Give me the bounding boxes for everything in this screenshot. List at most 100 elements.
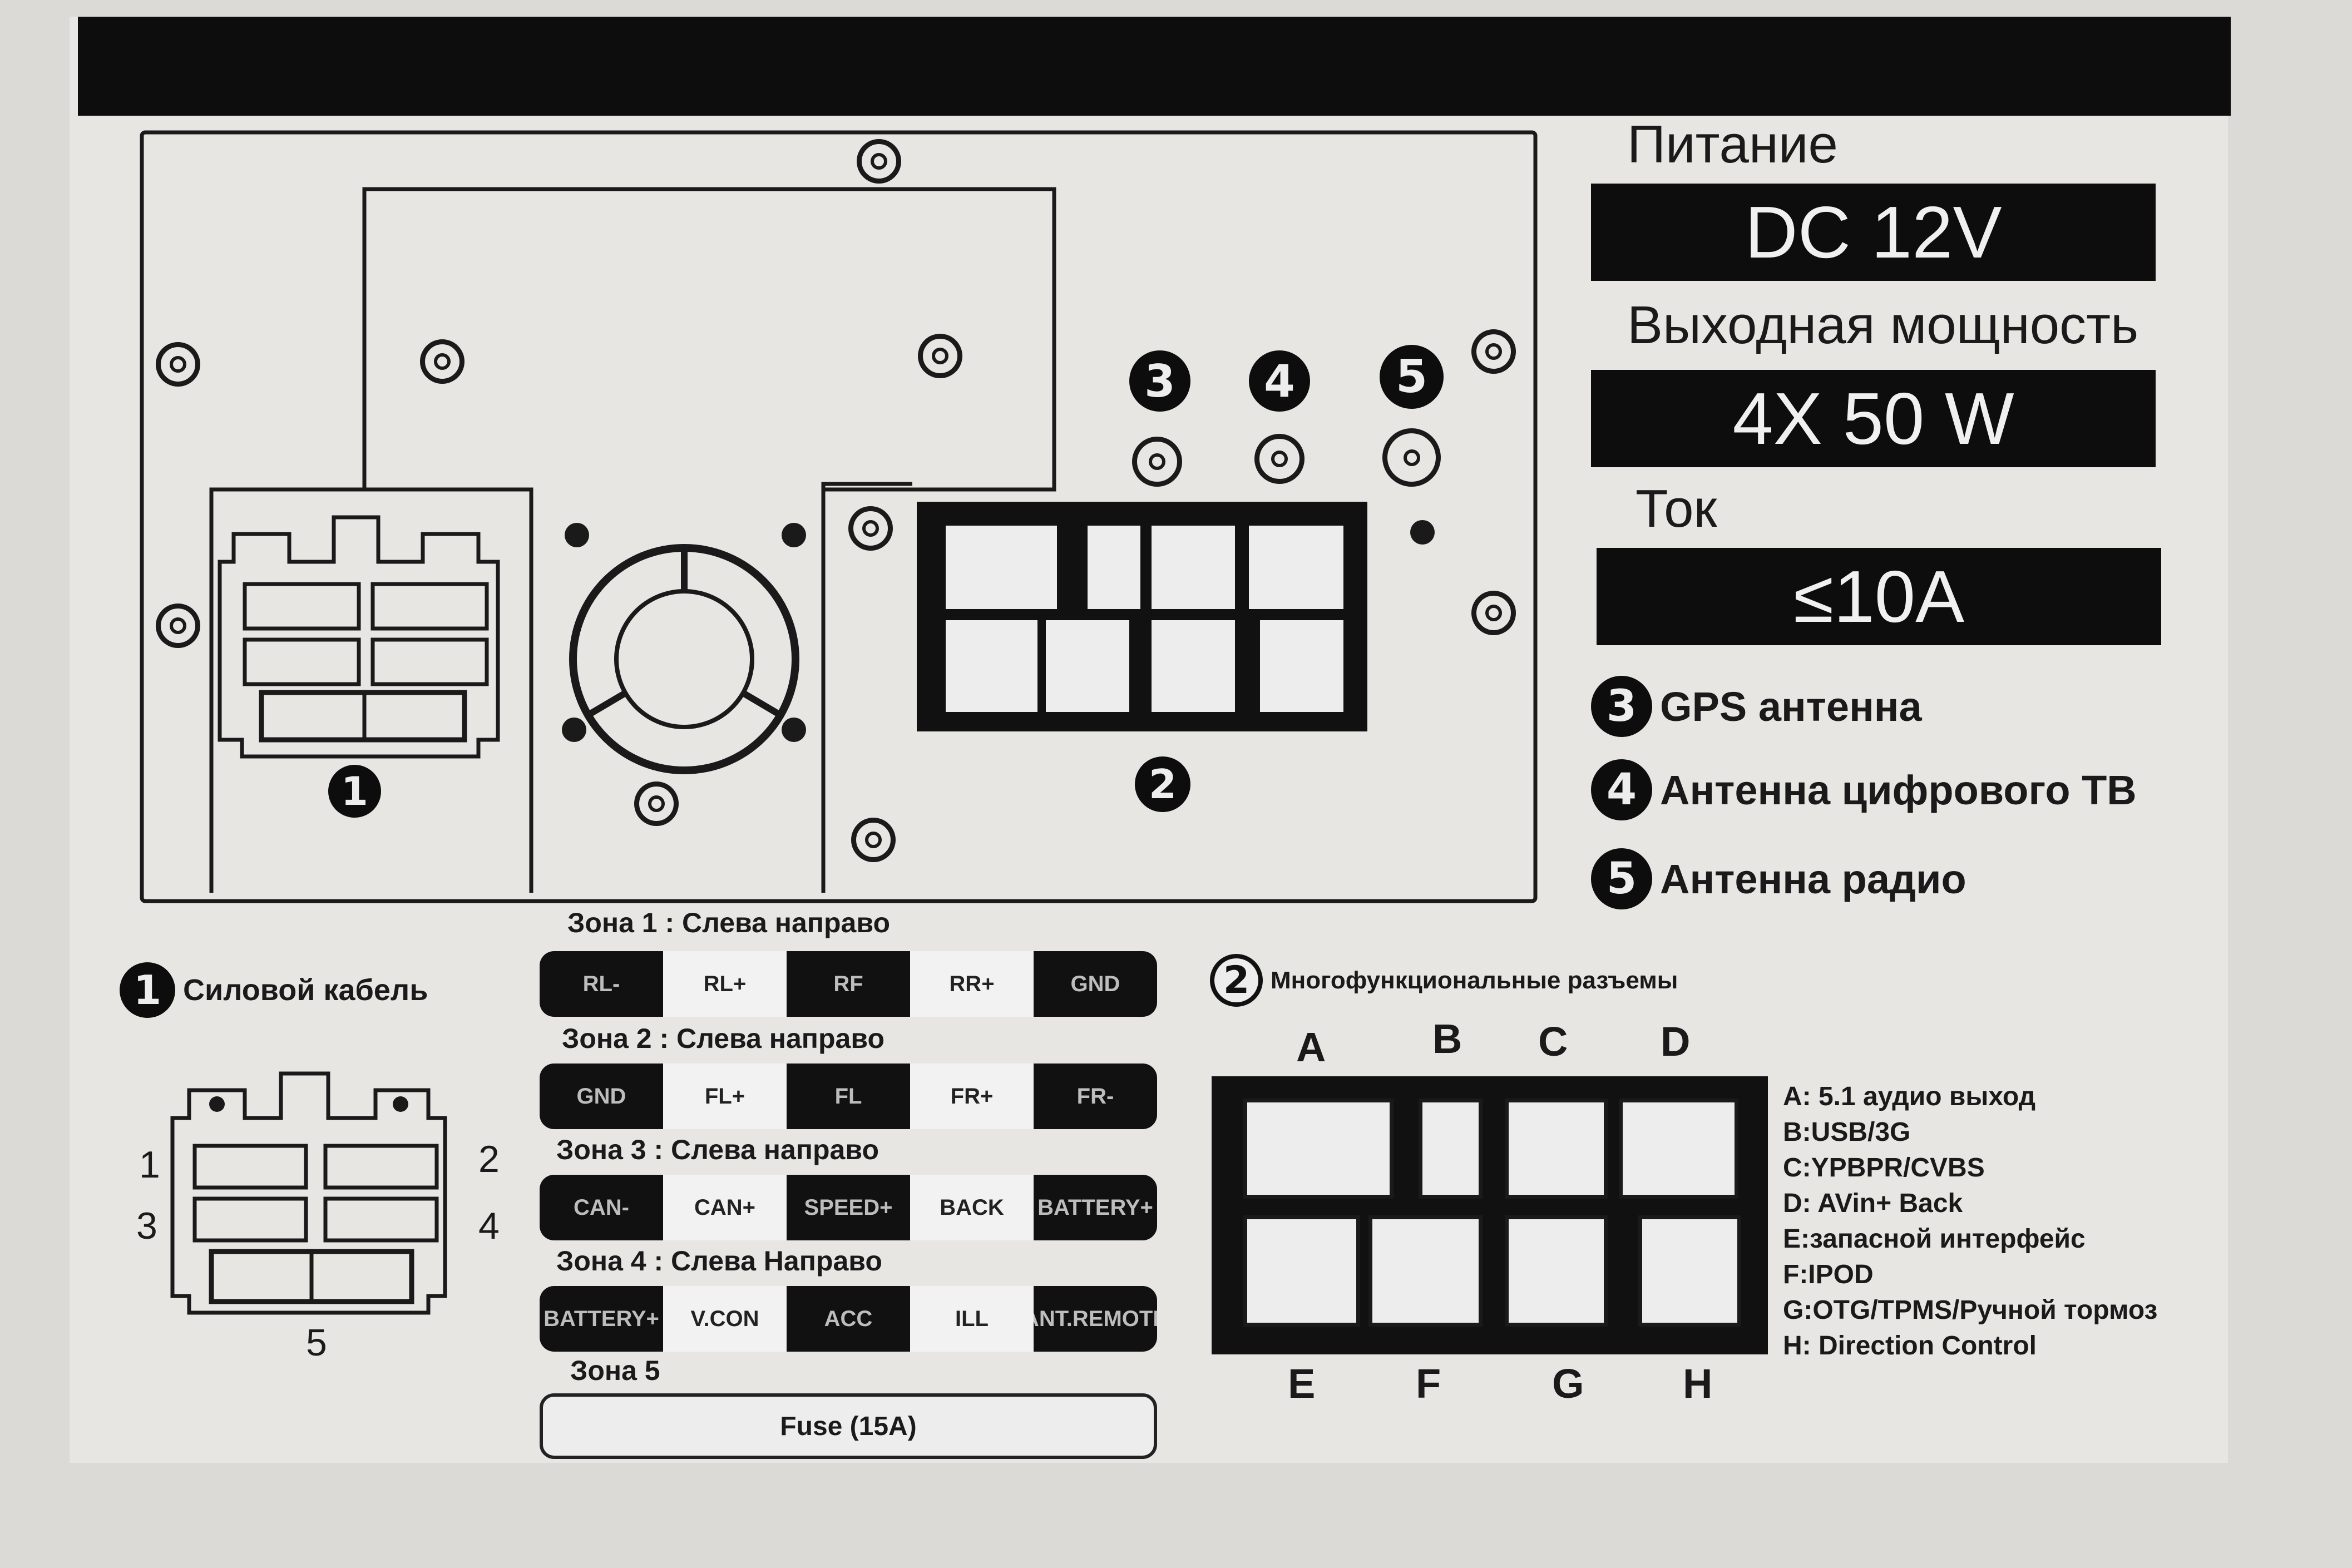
gps-jack-icon [1132,437,1182,487]
zone-3-cell: SPEED+ [804,1195,893,1220]
connector-h [1638,1215,1741,1327]
socket-h [1260,620,1343,712]
marker-2: 2 [1135,756,1190,812]
connector-d [1619,1099,1738,1199]
marker-3: 3 [1129,350,1190,412]
legend-dtv-text: Антенна цифрового ТВ [1660,766,2137,813]
zone-3-cell: BACK [910,1175,1034,1240]
socket-c [1152,526,1235,609]
connector-b [1419,1099,1483,1199]
connector-letter-h: H [1683,1361,1713,1407]
legend-dtv: 4 Антенна цифрового ТВ [1591,759,2137,820]
connector-letter-f: F [1416,1361,1441,1407]
power-cable-heading: 1 Силовой кабель [120,962,428,1018]
multi-title: Многофункциональные разъемы [1271,966,1678,994]
pin-number-5: 5 [306,1322,327,1364]
zone-3-cell: CAN+ [663,1175,787,1240]
zone-2-cell: FL+ [663,1064,787,1129]
desc-a: A: 5.1 аудио выход [1783,1082,2036,1111]
zone-2-strip: GND FL+ FL FR+ FR- [540,1064,1157,1129]
zone-1-cell: RL+ [663,951,787,1017]
zone-1-cell: RL- [582,971,620,996]
zone-1-title: Зона 1 : Слева направо [567,907,890,938]
pin-number-3: 3 [136,1205,157,1247]
mount-dot-icon [782,523,806,547]
zone-1-strip: RL- RL+ RF RR+ GND [540,951,1157,1017]
current-label: Ток [1635,479,1717,538]
connector-c [1505,1099,1608,1199]
screw-icon [156,604,200,648]
pin-number-1: 1 [139,1144,160,1186]
zone-4-strip: BATTERY+ V.CON ACC ILL ANT.REMOTE [540,1286,1157,1352]
connector-e [1243,1215,1360,1327]
connector-letter-a: A [1296,1024,1326,1070]
current-value: ≤10A [1597,548,2161,645]
desc-f: F:IPOD [1783,1260,1874,1289]
mount-dot-icon [562,718,586,742]
connector-letter-b: B [1432,1016,1462,1062]
socket-d [1249,526,1343,609]
zone-3-cell: CAN- [574,1195,629,1220]
marker-1: 1 [328,765,381,818]
legend-marker-5: 5 [1591,848,1652,909]
desc-d: D: AVin+ Back [1783,1189,1963,1218]
connector-letter-g: G [1552,1361,1584,1407]
power-connector-svg [170,1071,447,1315]
legend-gps-text: GPS антенна [1660,683,1922,730]
zone-2-title: Зона 2 : Слева направо [562,1023,885,1054]
screw-icon [1471,329,1516,374]
marker-4: 4 [1249,350,1310,412]
socket-b [1088,526,1140,609]
zone-3-title: Зона 3 : Слева направо [556,1134,879,1165]
screw-icon [851,818,896,862]
legend-radio-text: Антенна радио [1660,855,1966,902]
zone-5-title: Зона 5 [570,1355,660,1386]
zone-4-cell: ACC [824,1306,873,1331]
zone-3-cell: BATTERY+ [1037,1195,1153,1220]
mount-dot-icon [1410,520,1435,545]
desc-h: H: Direction Control [1783,1331,2037,1361]
desc-e: E:запасной интерфейс [1783,1224,2086,1254]
zone-4-cell: ILL [910,1286,1034,1352]
screw-icon [848,506,893,551]
zone-3-strip: CAN- CAN+ SPEED+ BACK BATTERY+ [540,1175,1157,1240]
output-power-label: Выходная мощность [1627,295,2139,355]
marker-5: 5 [1380,345,1444,409]
legend-marker-3: 3 [1591,676,1652,737]
zone-1-cell: GND [1070,971,1120,996]
zone-2-cell: FR+ [910,1064,1034,1129]
legend-marker-4: 4 [1591,759,1652,820]
screw-icon [634,781,679,826]
zone-4-title: Зона 4 : Слева Направо [556,1245,882,1277]
screw-icon [156,342,200,387]
zone-1-cell: RR+ [910,951,1034,1017]
socket-a [946,526,1057,609]
desc-g: G:OTG/TPMS/Ручной тормоз [1783,1295,2158,1325]
mount-dot-icon [782,718,806,742]
power-value: DC 12V [1591,184,2156,281]
connector-letter-e: E [1288,1361,1316,1407]
screw-icon [918,334,962,378]
connector-f [1368,1215,1483,1327]
zone-4-cell: ANT.REMOTE [1034,1306,1157,1331]
zone-4-cell: V.CON [663,1286,787,1352]
connector-g [1505,1215,1608,1327]
connector-letter-c: C [1538,1018,1568,1065]
radio-jack-icon [1382,428,1441,487]
screw-icon [1471,591,1516,635]
legend-gps: 3 GPS антенна [1591,676,1922,737]
connector-descriptions: A: 5.1 аудио выход B:USB/3G C:YPBPR/CVBS… [1783,1079,2157,1364]
zone-1-cell: RF [833,971,863,996]
header-bar [78,17,2231,116]
fuse-box: Fuse (15A) [540,1393,1157,1459]
multi-marker: 2 [1210,954,1263,1007]
socket-e [946,620,1037,712]
zone-2-cell: GND [576,1084,626,1109]
screw-icon [857,139,901,184]
desc-b: B:USB/3G [1783,1117,1911,1147]
pin-number-4: 4 [478,1205,500,1247]
socket-g [1152,620,1235,712]
power-cable-title: Силовой кабель [183,973,428,1007]
power-label: Питание [1627,115,1838,174]
socket-f [1046,620,1129,712]
